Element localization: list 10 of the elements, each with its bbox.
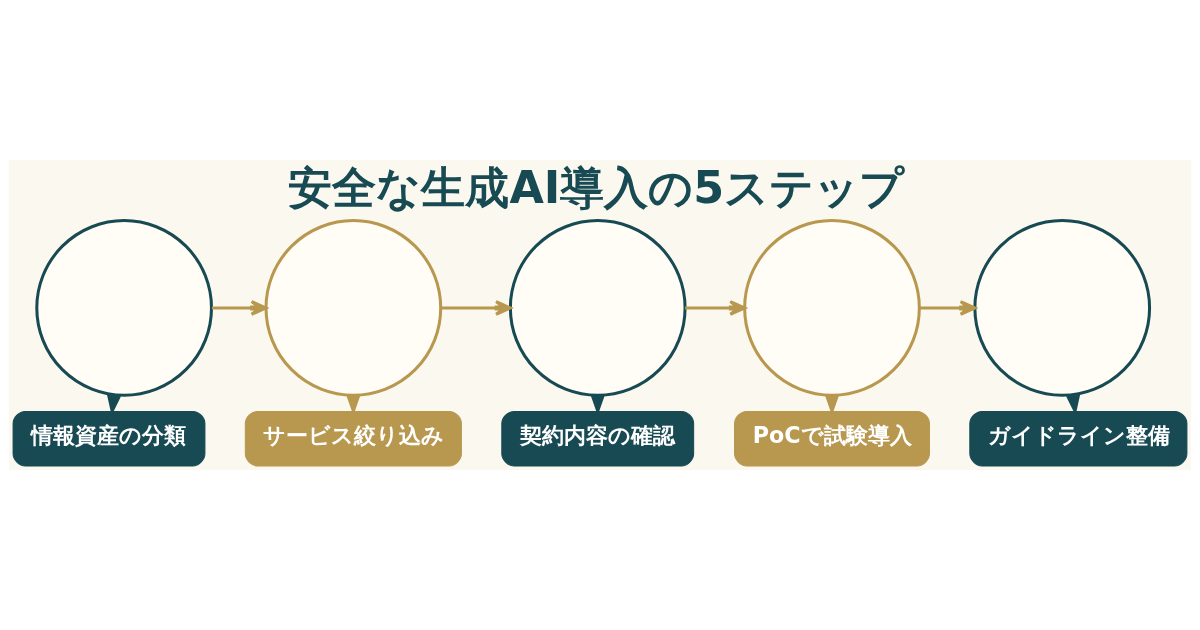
node-box: 契約内容の確認	[501, 410, 695, 467]
node-box: サービス絞り込み	[244, 410, 462, 467]
arrow	[211, 300, 268, 316]
node-box: ガイドライン整備	[969, 410, 1188, 467]
diagram-title: 安全な生成AI導入の5ステップ	[288, 161, 905, 213]
arrow	[919, 300, 977, 316]
arrow	[685, 300, 746, 316]
node-box: PoCで試験導入	[734, 410, 930, 467]
node-box: 情報資産の分類	[12, 410, 206, 467]
arrow	[441, 300, 512, 316]
